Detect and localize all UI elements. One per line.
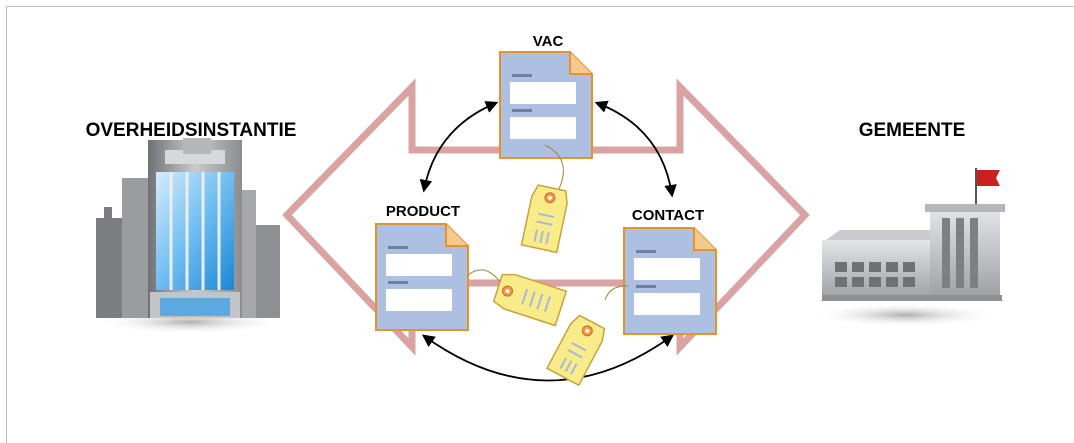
tag-strings xyxy=(467,144,629,301)
vac-contact-connector xyxy=(594,100,677,198)
document-contact-icon xyxy=(623,227,717,335)
doc-contact-label: CONTACT xyxy=(632,207,704,224)
label-tag-icon xyxy=(545,314,606,387)
canvas-frame xyxy=(6,6,1074,443)
left-entity-label: OVERHEIDSINSTANTIE xyxy=(86,120,297,141)
right-entity-label: GEMEENTE xyxy=(859,120,966,141)
product-contact-connector xyxy=(421,334,675,382)
doc-product-label: PRODUCT xyxy=(386,203,460,220)
document-product-icon xyxy=(375,223,469,331)
document-vac-icon xyxy=(499,51,593,159)
label-tag-icon xyxy=(520,184,568,254)
government-building-icon xyxy=(95,138,285,334)
doc-vac-label: VAC xyxy=(533,33,564,50)
town-hall-icon xyxy=(810,168,1005,327)
label-tag-icon xyxy=(492,273,568,327)
connector-arrows xyxy=(419,100,677,382)
vac-product-connector xyxy=(419,101,499,193)
